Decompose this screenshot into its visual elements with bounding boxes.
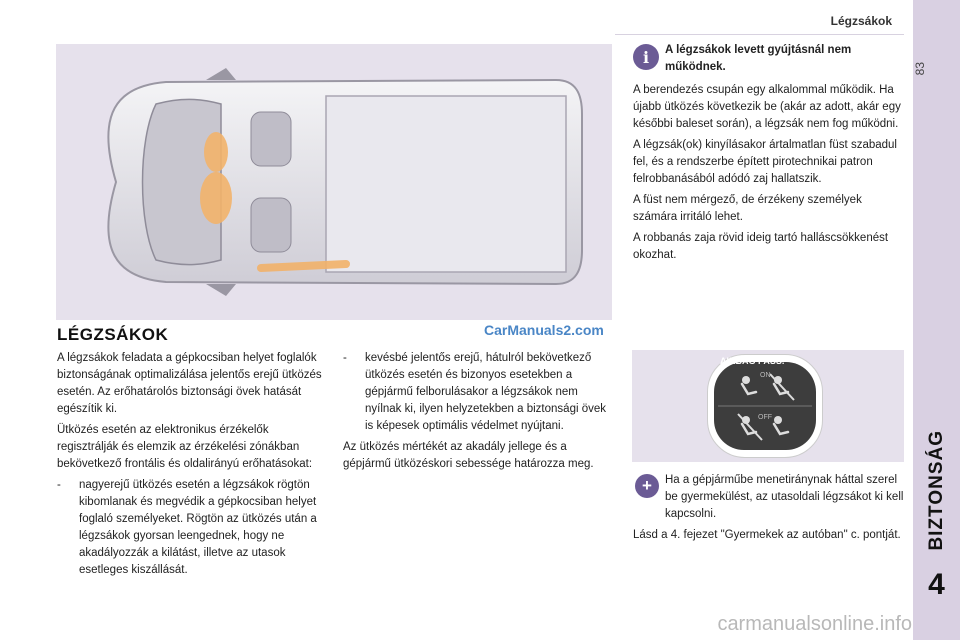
info-paragraph: A berendezés csupán egy alkalommal működ… xyxy=(633,84,901,130)
info-paragraph: A robbanás zaja rövid ideig tartó hallás… xyxy=(633,232,889,261)
info-text: A berendezés csupán egy alkalommal működ… xyxy=(633,82,907,268)
sensors-paragraph: Ütközés esetén az elektronikus érzékelők… xyxy=(57,424,313,470)
list-item: - kevésbé jelentős erejű, hátulról beköv… xyxy=(343,350,613,435)
info-icon: i xyxy=(633,44,659,70)
plus-icon: + xyxy=(635,474,659,498)
text-column-middle: - kevésbé jelentős erejű, hátulról beköv… xyxy=(343,350,613,477)
chapter-number: 4 xyxy=(928,568,945,601)
vehicle-top-view xyxy=(107,68,583,296)
vehicle-airbag-illustration xyxy=(56,44,612,320)
switch-on-label: ON xyxy=(760,372,771,379)
outro-paragraph: Az ütközés mértékét az akadály jellege é… xyxy=(343,441,594,470)
info-title: A légzsákok levett gyújtásnál nem működn… xyxy=(665,44,852,73)
page-heading: LÉGZSÁKOK xyxy=(57,325,169,344)
text-column-left: A légzsákok feladata a gépkocsiban helye… xyxy=(57,350,329,579)
bullet-dash: - xyxy=(57,479,61,491)
switch-off-label: OFF xyxy=(758,414,772,421)
footer-watermark: carmanualsonline.info xyxy=(717,613,912,635)
bullet-text: kevésbé jelentős erejű, hátulról bekövet… xyxy=(365,352,607,432)
tip-paragraph: Lásd a 4. fejezet "Gyermekek az autóban"… xyxy=(633,529,901,541)
intro-paragraph: A légzsákok feladata a gépkocsiban helye… xyxy=(57,352,322,415)
list-item: - nagyerejű ütközés esetén a légzsákok r… xyxy=(57,477,329,579)
page-number: 83 xyxy=(913,62,927,76)
watermark: CarManuals2.com xyxy=(484,322,604,338)
bullet-text: nagyerejű ütközés esetén a légzsákok rög… xyxy=(79,479,317,576)
section-title: Légzsákok xyxy=(830,14,892,28)
switch-title: AIRBAG PASS. xyxy=(720,356,785,366)
airbag-switch-face xyxy=(714,362,816,450)
info-paragraph: A füst nem mérgező, de érzékeny személye… xyxy=(633,194,862,223)
tip-paragraph: Ha a gépjárműbe menetiránynak háttal sze… xyxy=(665,474,904,520)
section-label-text: BIZTONSÁG xyxy=(925,429,947,551)
bullet-dash: - xyxy=(343,352,347,364)
section-label: BIZTONSÁG xyxy=(913,420,960,560)
side-tab xyxy=(913,0,960,640)
header-divider xyxy=(615,34,904,35)
airbag-switch-icons xyxy=(718,373,812,441)
tip-text: Ha a gépjárműbe menetiránynak háttal sze… xyxy=(633,472,905,544)
info-paragraph: A légzsák(ok) kinyílásakor ártalmatlan f… xyxy=(633,139,897,185)
